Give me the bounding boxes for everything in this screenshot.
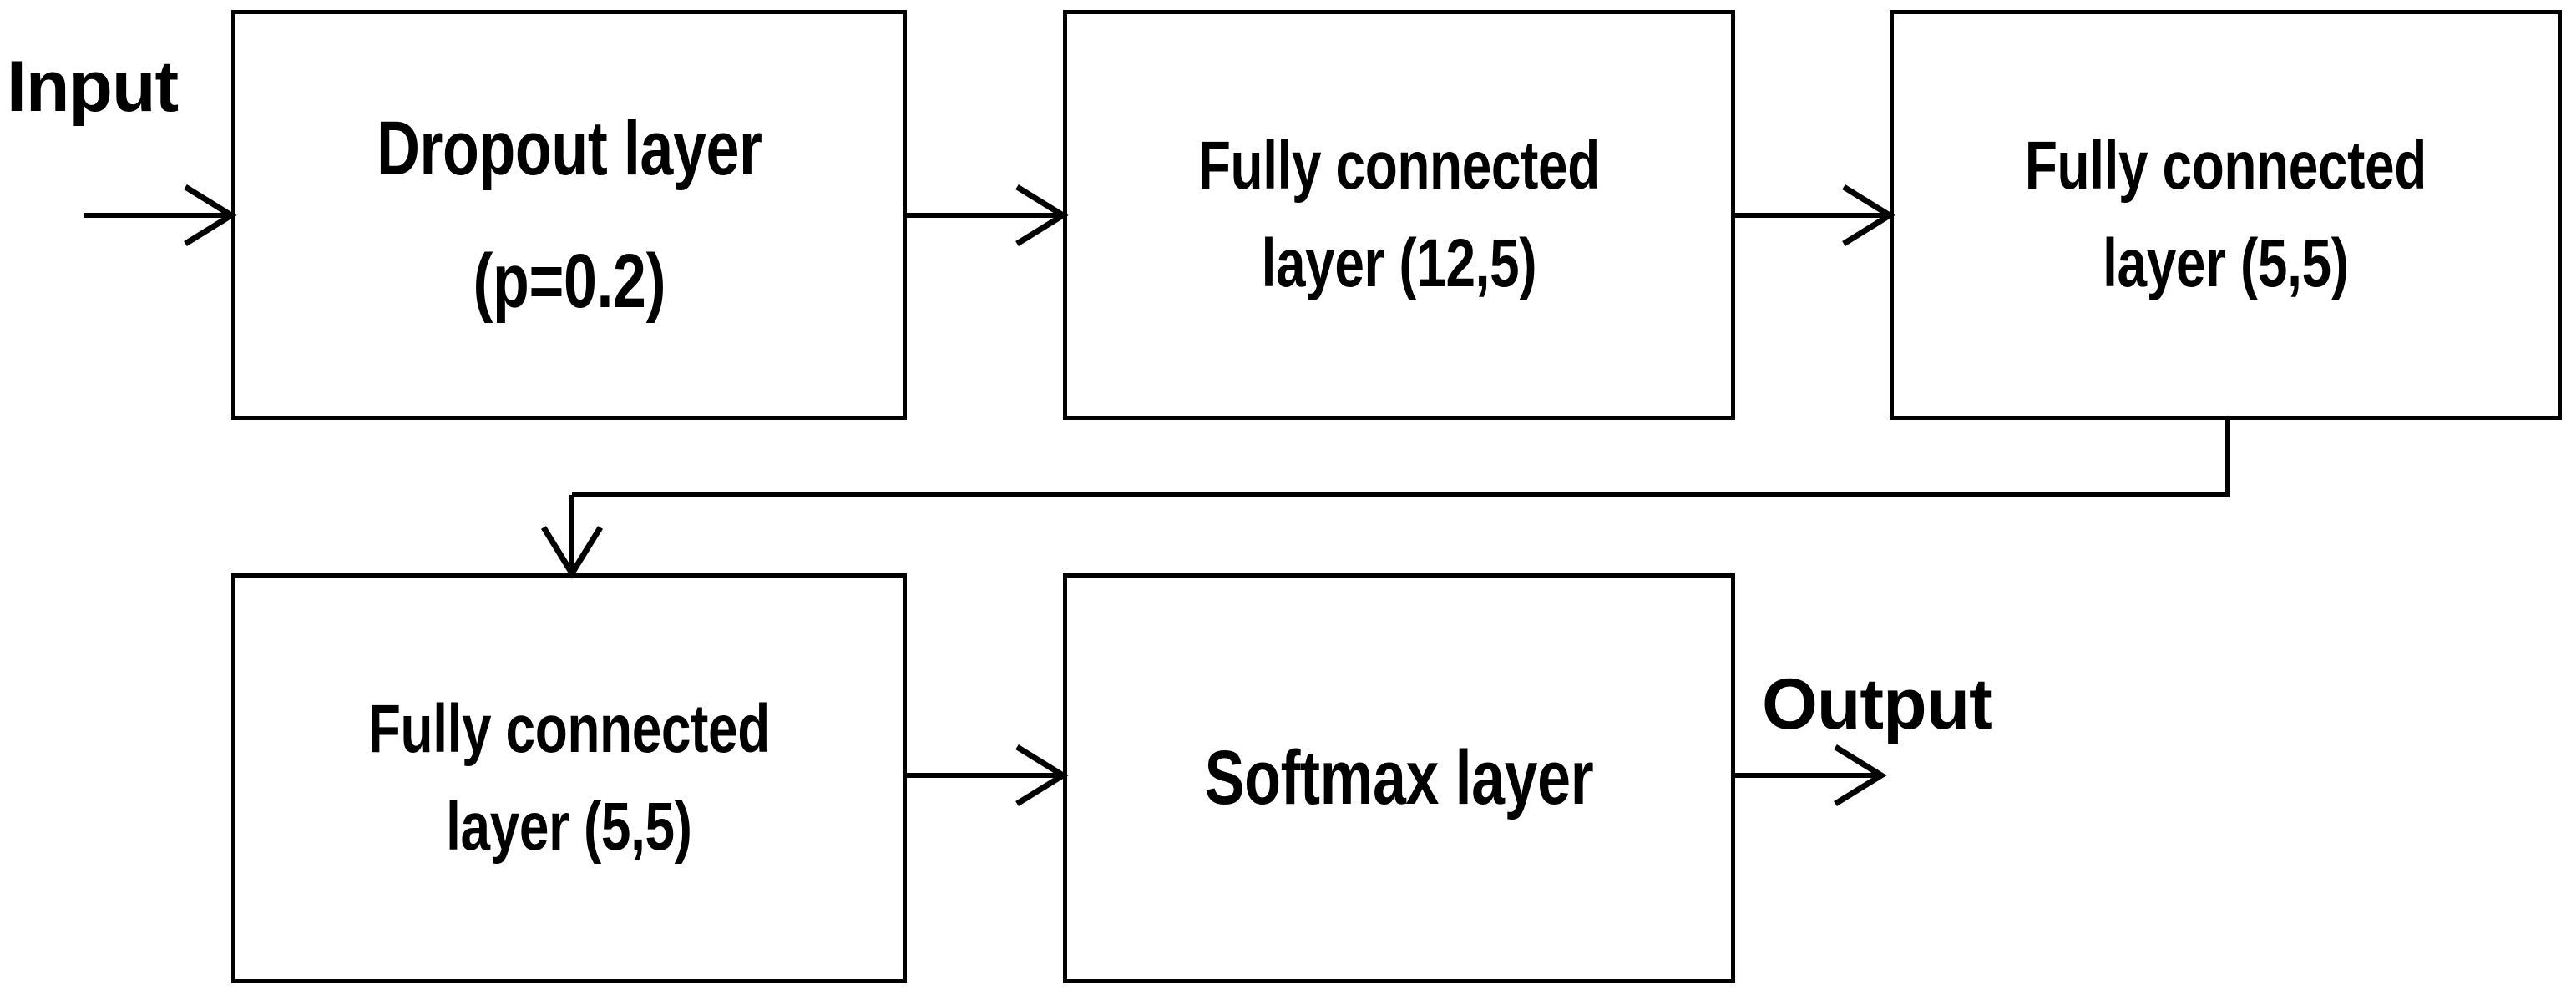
- connector-softmax-to-output: [1735, 744, 1887, 806]
- node-fully-connected-12-5[interactable]: Fully connected layer (12,5): [1063, 10, 1735, 420]
- connector-fc1-to-fc2: [1735, 184, 1895, 246]
- node-fully-connected-5-5-bottom[interactable]: Fully connected layer (5,5): [231, 573, 907, 983]
- node-fully-connected-12-5-label: Fully connected layer (12,5): [1197, 128, 1601, 301]
- node-softmax-layer-label: Softmax layer: [1204, 735, 1594, 821]
- connector-fc3-to-softmax: [907, 744, 1069, 806]
- node-softmax-layer[interactable]: Softmax layer: [1063, 573, 1735, 983]
- connector-input-to-dropout: [84, 184, 237, 246]
- node-fully-connected-5-5-top[interactable]: Fully connected layer (5,5): [1890, 10, 2562, 420]
- node-dropout-layer[interactable]: Dropout layer (p=0.2): [231, 10, 907, 420]
- node-dropout-layer-label: Dropout layer (p=0.2): [376, 106, 762, 324]
- connector-fc2-to-fc3-elbow: [541, 420, 2230, 579]
- input-label: Input: [7, 47, 179, 127]
- node-fully-connected-5-5-top-label: Fully connected layer (5,5): [2024, 128, 2427, 301]
- node-fully-connected-5-5-bottom-label: Fully connected layer (5,5): [367, 691, 771, 865]
- connector-dropout-to-fc1: [907, 184, 1069, 246]
- output-label: Output: [1762, 664, 1993, 744]
